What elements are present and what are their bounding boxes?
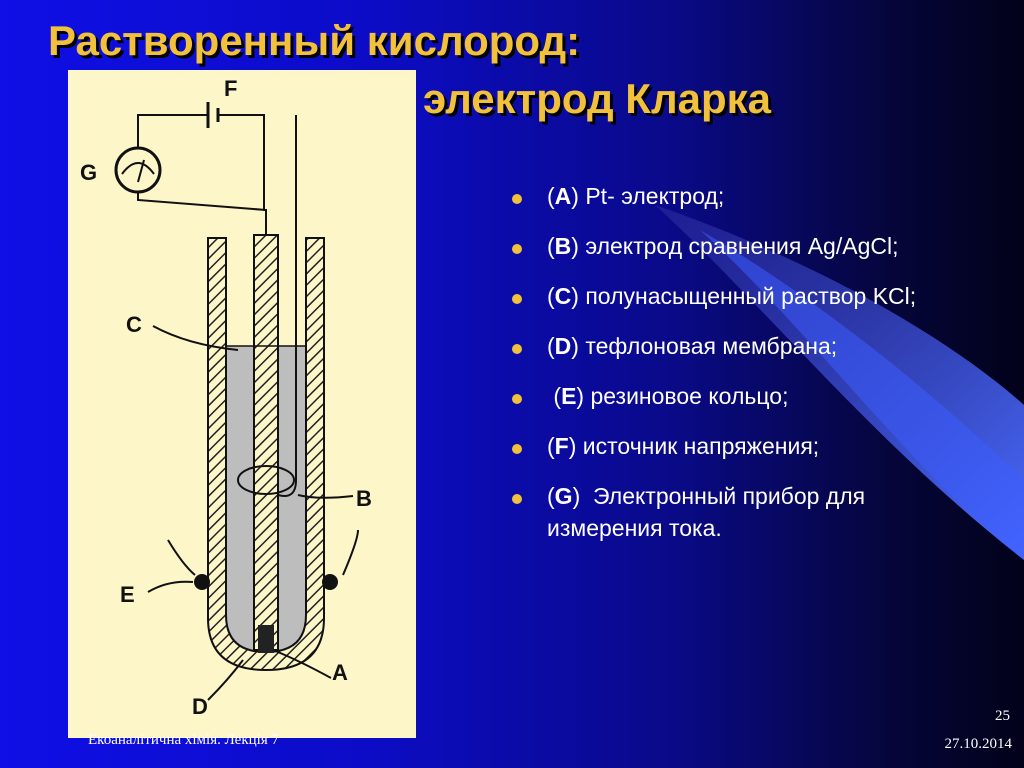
list-item: (E) резиновое кольцо; bbox=[512, 380, 982, 412]
list-item: (F) источник напряжения; bbox=[512, 430, 982, 462]
bullet-icon bbox=[512, 494, 522, 504]
footer-date: 27.10.2014 bbox=[944, 736, 1013, 752]
inner-electrode bbox=[253, 234, 279, 651]
bullet-icon bbox=[512, 294, 522, 304]
pt-tip bbox=[258, 625, 274, 653]
galvanometer-icon bbox=[114, 146, 162, 194]
reference-coil bbox=[237, 465, 295, 495]
label-a: A bbox=[332, 660, 348, 685]
bullet-icon bbox=[512, 244, 522, 254]
bullet-icon bbox=[512, 194, 522, 204]
footer-lecture-title: Екоаналітична хімія. Лекція 7 bbox=[88, 732, 279, 748]
bullet-icon bbox=[512, 444, 522, 454]
list-item: (D) тефлоновая мембрана; bbox=[512, 330, 982, 362]
list-item: (G) Электронный прибор для измерения ток… bbox=[512, 480, 982, 544]
legend-list: (A) Pt- электрод; (B) электрод сравнения… bbox=[512, 180, 982, 562]
bullet-icon bbox=[512, 394, 522, 404]
title-line2: электрод Кларка bbox=[423, 75, 772, 122]
list-item: (B) электрод сравнения Ag/AgCl; bbox=[512, 230, 982, 262]
slide-number: 25 bbox=[995, 708, 1010, 724]
label-d: D bbox=[192, 694, 208, 719]
label-c: C bbox=[126, 312, 142, 337]
outer-tube bbox=[207, 237, 325, 672]
clark-electrode-diagram: F G C B E A D bbox=[68, 70, 416, 738]
rubber-ring-left bbox=[194, 574, 210, 590]
reference-wire bbox=[277, 115, 297, 497]
bullet-icon bbox=[512, 344, 522, 354]
diagram-svg: F G C B E A D bbox=[80, 76, 372, 719]
slide-title: Растворенный кислород: электрод Кларка bbox=[48, 12, 771, 128]
list-item: (A) Pt- электрод; bbox=[512, 180, 982, 212]
list-item: (C) полунасыщенный раствор KCl; bbox=[512, 280, 982, 312]
label-g: G bbox=[80, 160, 97, 185]
label-b: B bbox=[356, 486, 372, 511]
rubber-ring-right bbox=[322, 574, 338, 590]
label-f: F bbox=[224, 76, 237, 101]
label-e: E bbox=[120, 582, 135, 607]
title-line1: Растворенный кислород: bbox=[48, 17, 581, 64]
